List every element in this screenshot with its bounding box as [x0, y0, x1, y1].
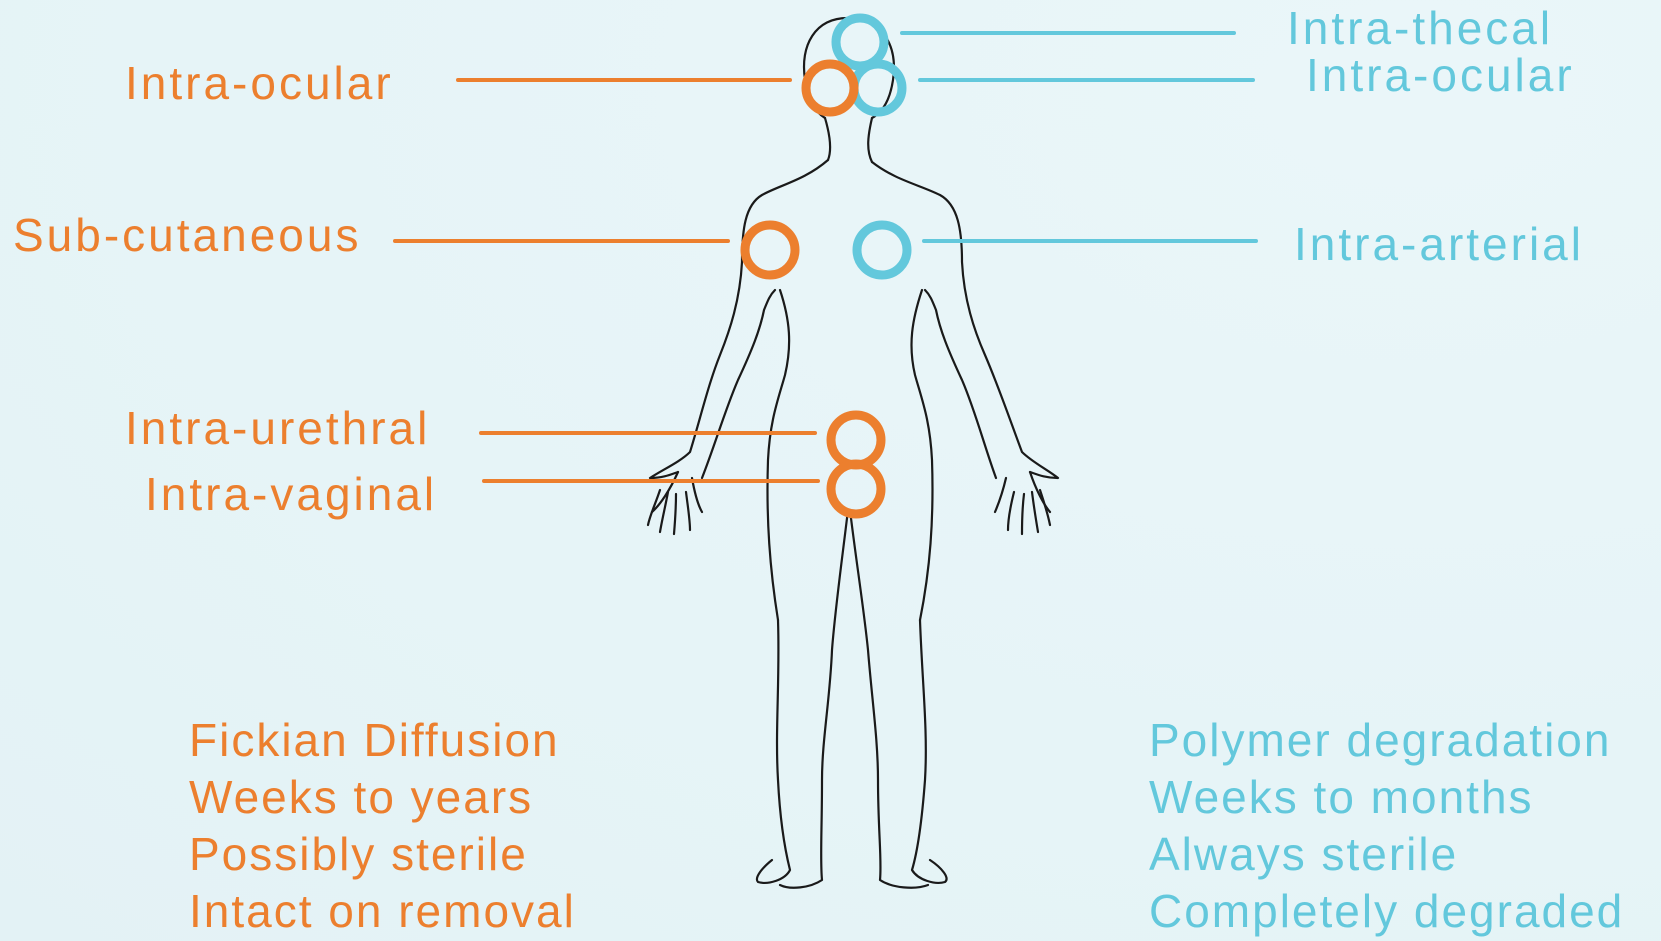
- label-sub-cutaneous: Sub-cutaneous: [13, 212, 361, 258]
- label-intra-ocular-left: Intra-ocular: [125, 60, 394, 106]
- property-item: Polymer degradation: [1149, 712, 1624, 769]
- marker-sub-cutaneous: [745, 225, 795, 275]
- label-intra-ocular-right: Intra-ocular: [1306, 52, 1575, 98]
- properties-list-mode-a: Fickian Diffusion Weeks to years Possibl…: [189, 712, 576, 940]
- label-intra-urethral: Intra-urethral: [125, 405, 430, 451]
- properties-list-mode-b: Polymer degradation Weeks to months Alwa…: [1149, 712, 1624, 940]
- leader-lines-mode-b: [902, 33, 1256, 241]
- label-intra-thecal: Intra-thecal: [1287, 5, 1553, 51]
- property-item: Always sterile: [1149, 826, 1624, 883]
- marker-intra-urethral: [831, 415, 881, 465]
- human-figure-outline: [648, 18, 1058, 888]
- label-intra-arterial: Intra-arterial: [1294, 221, 1584, 267]
- property-item: Fickian Diffusion: [189, 712, 576, 769]
- leader-lines-mode-a: [395, 80, 818, 481]
- property-item: Intact on removal: [189, 883, 576, 940]
- property-item: Weeks to months: [1149, 769, 1624, 826]
- site-markers-mode-a: [745, 64, 881, 514]
- marker-intra-vaginal: [831, 464, 881, 514]
- label-intra-vaginal: Intra-vaginal: [145, 471, 437, 517]
- property-item: Weeks to years: [189, 769, 576, 826]
- property-item: Possibly sterile: [189, 826, 576, 883]
- marker-intra-ocular-left: [806, 64, 854, 112]
- marker-intra-thecal: [836, 18, 884, 66]
- property-item: Completely degraded: [1149, 883, 1624, 940]
- marker-intra-arterial: [857, 225, 907, 275]
- marker-intra-ocular-right: [854, 64, 902, 112]
- site-markers-mode-b: [836, 18, 907, 275]
